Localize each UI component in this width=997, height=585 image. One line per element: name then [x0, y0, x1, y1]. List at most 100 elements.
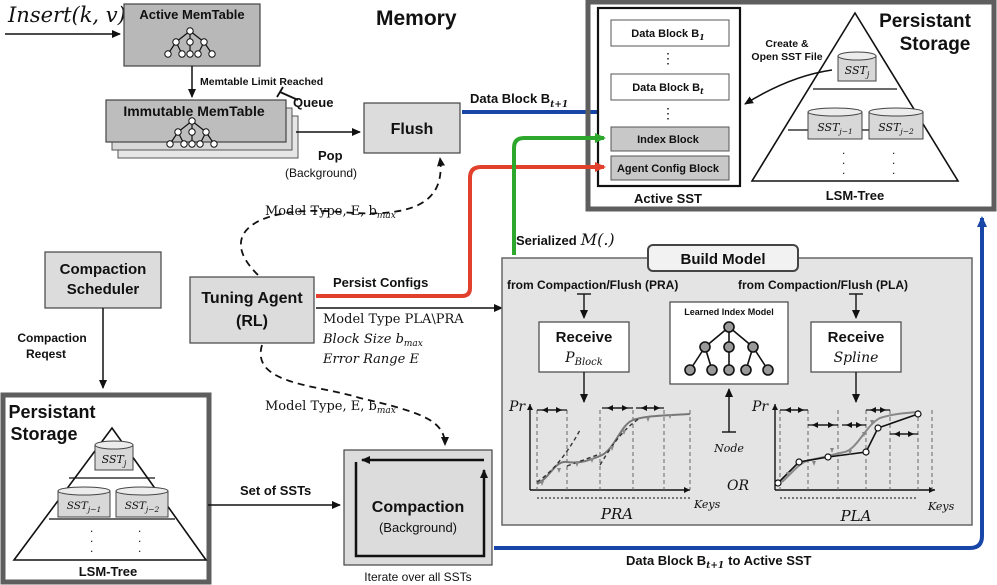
sst-j-text: SST [102, 453, 126, 466]
sst-j-2-label: SSTj−2 [878, 121, 914, 136]
sst-j-1-sub: j−1 [86, 505, 101, 514]
sst-j-text: SST [845, 64, 869, 77]
memory-title: Memory [376, 7, 457, 30]
build-model-panel: Build Model from Compaction/Flush (PRA) … [501, 244, 973, 526]
from-pra-label: from Compaction/Flush (PRA) [507, 278, 678, 292]
sst-j-1-label: SSTj−1 [817, 121, 853, 136]
receive-label: Receive [828, 329, 885, 346]
model-type-bottom-text: Model Type, E, b [265, 399, 377, 414]
flush-box: Flush [363, 102, 461, 154]
receive-label: Receive [556, 329, 613, 346]
dot: . [138, 541, 141, 555]
p-block-label: PBlock [564, 350, 603, 368]
tuning-line-2: (RL) [236, 313, 268, 330]
data-block-1: Data Block B1 [631, 28, 704, 42]
serialized-model-arrow [512, 133, 606, 255]
persist-configs-arrow [316, 162, 606, 298]
pra-fit-2 [566, 453, 601, 467]
storage-bottom-title-2: Storage [10, 424, 77, 444]
dot: . [892, 143, 895, 157]
persistent-storage-bottom: SSTj SSTj−1 SSTj−2 . . . . . . [0, 392, 212, 585]
serialized-math: M(.) [580, 230, 615, 249]
sst-j-disk: SSTj [94, 440, 134, 471]
dot: . [892, 153, 895, 167]
dot: . [138, 521, 141, 535]
data-block-arrow-text: Data Block B [470, 91, 550, 106]
sst-j-2-sub: j−2 [144, 505, 160, 514]
create-open-2: Open SST File [751, 51, 822, 63]
storage-top-title-2: Storage [900, 34, 971, 55]
create-open-1: Create & [765, 38, 809, 50]
immutable-memtable-label: Immutable MemTable [123, 103, 265, 119]
keys-label: Keys [927, 500, 955, 513]
insert-label: Insert(k, v) [7, 3, 126, 27]
data-block-arrow-sub: t+1 [550, 100, 568, 110]
learned-tree-icon [684, 321, 774, 376]
pla-plot: Pr Keys PLA [751, 399, 955, 525]
active-sst: Data Block B1 ⋮ Data Block Bt ⋮ Index Bl… [596, 6, 742, 188]
pra-curve [536, 413, 691, 485]
active-sst-label: Active SST [634, 191, 702, 206]
data-block-bottom-tail: to Active SST [728, 553, 811, 568]
receive-pblock-box [538, 321, 630, 373]
pla-label: PLA [840, 507, 872, 525]
agent-config-block: Agent Config Block [617, 163, 720, 175]
model-type-top-text: Model Type, E, b [265, 204, 377, 219]
sst-j-1-text: SST [67, 500, 89, 512]
dot: . [90, 541, 93, 555]
compaction-label: Compaction [372, 499, 464, 516]
sst-j-1-text: SST [817, 121, 841, 134]
sst-j-label: SSTj [845, 64, 870, 79]
scheduler-line-2: Scheduler [67, 281, 140, 298]
dot: . [842, 163, 845, 177]
loop-arrow-side [354, 462, 488, 558]
sst-j-1-label: SSTj−1 [67, 500, 102, 514]
request-line-2: Reqest [26, 347, 66, 361]
create-open-arrow [744, 69, 833, 105]
dot: . [138, 531, 141, 545]
pop-label: Pop [318, 148, 343, 163]
pra-plot: Pr Keys PRA [508, 399, 721, 523]
sst-j-2-text: SST [125, 500, 147, 512]
pop-sub-label: (Background) [285, 166, 357, 180]
dot: . [90, 521, 93, 535]
compaction-box: Compaction (Background) [343, 449, 493, 566]
lsm-tree-bottom-label: LSM-Tree [79, 564, 138, 579]
tuning-agent: Tuning Agent (RL) [189, 276, 315, 344]
keys-label: Keys [693, 498, 721, 511]
sst-j-sub: j [865, 70, 870, 79]
sst-j-2-disk: SSTj−2 [115, 486, 169, 518]
tuning-line-1: Tuning Agent [201, 290, 303, 307]
pra-fit-1 [536, 429, 581, 483]
from-pla-label: from Compaction/Flush (PLA) [738, 278, 908, 292]
model-type-top-label: Model Type, E, bmax [265, 204, 396, 221]
dot: . [842, 153, 845, 167]
sst-j-sub: j [122, 459, 127, 468]
data-block-t: Data Block Bt [632, 82, 704, 96]
active-memtable-label: Active MemTable [139, 7, 244, 22]
request-line-1: Compaction [17, 331, 86, 345]
data-block-1-text: Data Block B [631, 28, 699, 40]
pr-label: Pr [751, 399, 769, 415]
memtable-limit-label: Memtable Limit Reached [200, 76, 323, 88]
sst-j-1-disk: SSTj−1 [57, 486, 111, 518]
dot: . [90, 531, 93, 545]
dots-1: ⋮ [661, 50, 675, 66]
or-label: OR [727, 478, 749, 494]
param-2-text: Block Size b [322, 332, 404, 347]
dot: . [892, 163, 895, 177]
flush-label: Flush [391, 121, 434, 138]
model-type-bottom-label: Model Type, E, bmax [265, 399, 396, 416]
sst-j-2-sub: j−2 [898, 127, 914, 136]
model-type-top-sub: max [377, 211, 396, 221]
model-type-bottom-sub: max [377, 406, 396, 416]
sst-j-disk: SSTj [837, 51, 877, 82]
compaction-sub: (Background) [379, 520, 457, 535]
data-block-bottom-text: Data Block B [626, 553, 706, 568]
pr-label: Pr [508, 399, 526, 415]
persistent-storage-top: SSTj SSTj−1 SSTj−2 . . . . . . [585, 0, 997, 212]
lsm-tree-top-label: LSM-Tree [826, 188, 885, 203]
